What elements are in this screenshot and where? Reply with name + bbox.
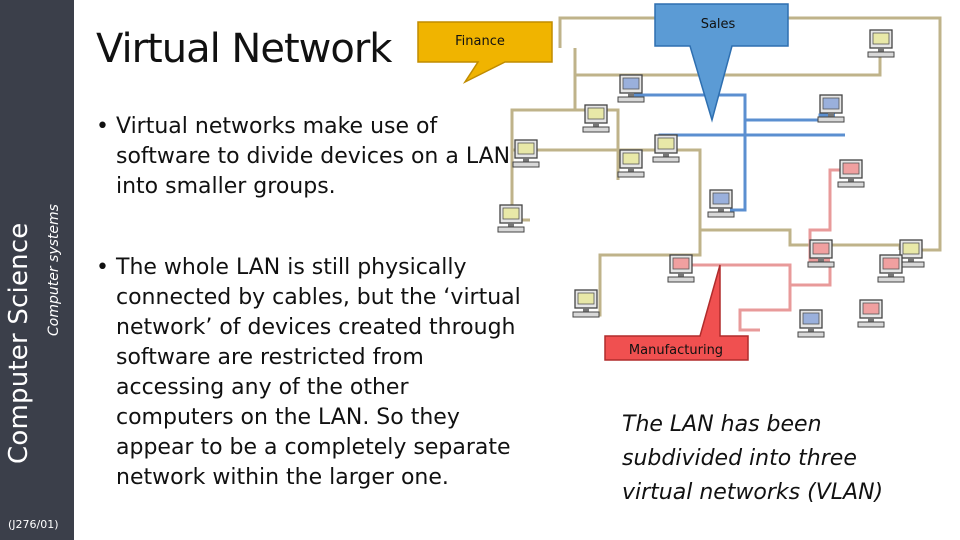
computer-layer (497, 29, 925, 338)
computer-icon (867, 29, 895, 58)
computer-icon (652, 134, 680, 163)
computer-icon (817, 94, 845, 123)
computer-icon (617, 74, 645, 103)
computer-icon (857, 299, 885, 328)
manufacturing-cabling (680, 168, 860, 332)
computer-icon (807, 239, 835, 268)
bullet-icon: • (96, 255, 109, 280)
bullet-text: The whole LAN is still physically connec… (116, 255, 521, 490)
sidebar: Computer Science Computer systems (J276/… (0, 0, 74, 540)
computer-icon (497, 204, 525, 233)
bullet-icon: • (96, 114, 109, 139)
sales-callout: Sales (654, 3, 789, 123)
computer-icon (582, 104, 610, 133)
computer-icon (667, 254, 695, 283)
slide-title: Virtual Network (96, 26, 392, 72)
computer-icon (877, 254, 905, 283)
computer-icon (512, 139, 540, 168)
computer-icon (797, 309, 825, 338)
manufacturing-label: Manufacturing (629, 343, 723, 358)
vlan-caption: The LAN has been subdivided into three v… (622, 412, 884, 505)
sales-label: Sales (701, 17, 736, 32)
finance-label: Finance (455, 34, 505, 49)
bullet-item: • The whole LAN is still physically conn… (96, 253, 526, 493)
computer-icon (707, 189, 735, 218)
computer-icon (572, 289, 600, 318)
bullet-item: • Virtual networks make use of software … (96, 112, 516, 202)
computer-icon (837, 159, 865, 188)
spec-code: (J276/01) (8, 518, 59, 531)
finance-callout: Finance (417, 21, 553, 84)
computer-icon (617, 149, 645, 178)
manufacturing-callout: Manufacturing (604, 264, 749, 361)
bullet-text: Virtual networks make use of software to… (116, 114, 511, 199)
